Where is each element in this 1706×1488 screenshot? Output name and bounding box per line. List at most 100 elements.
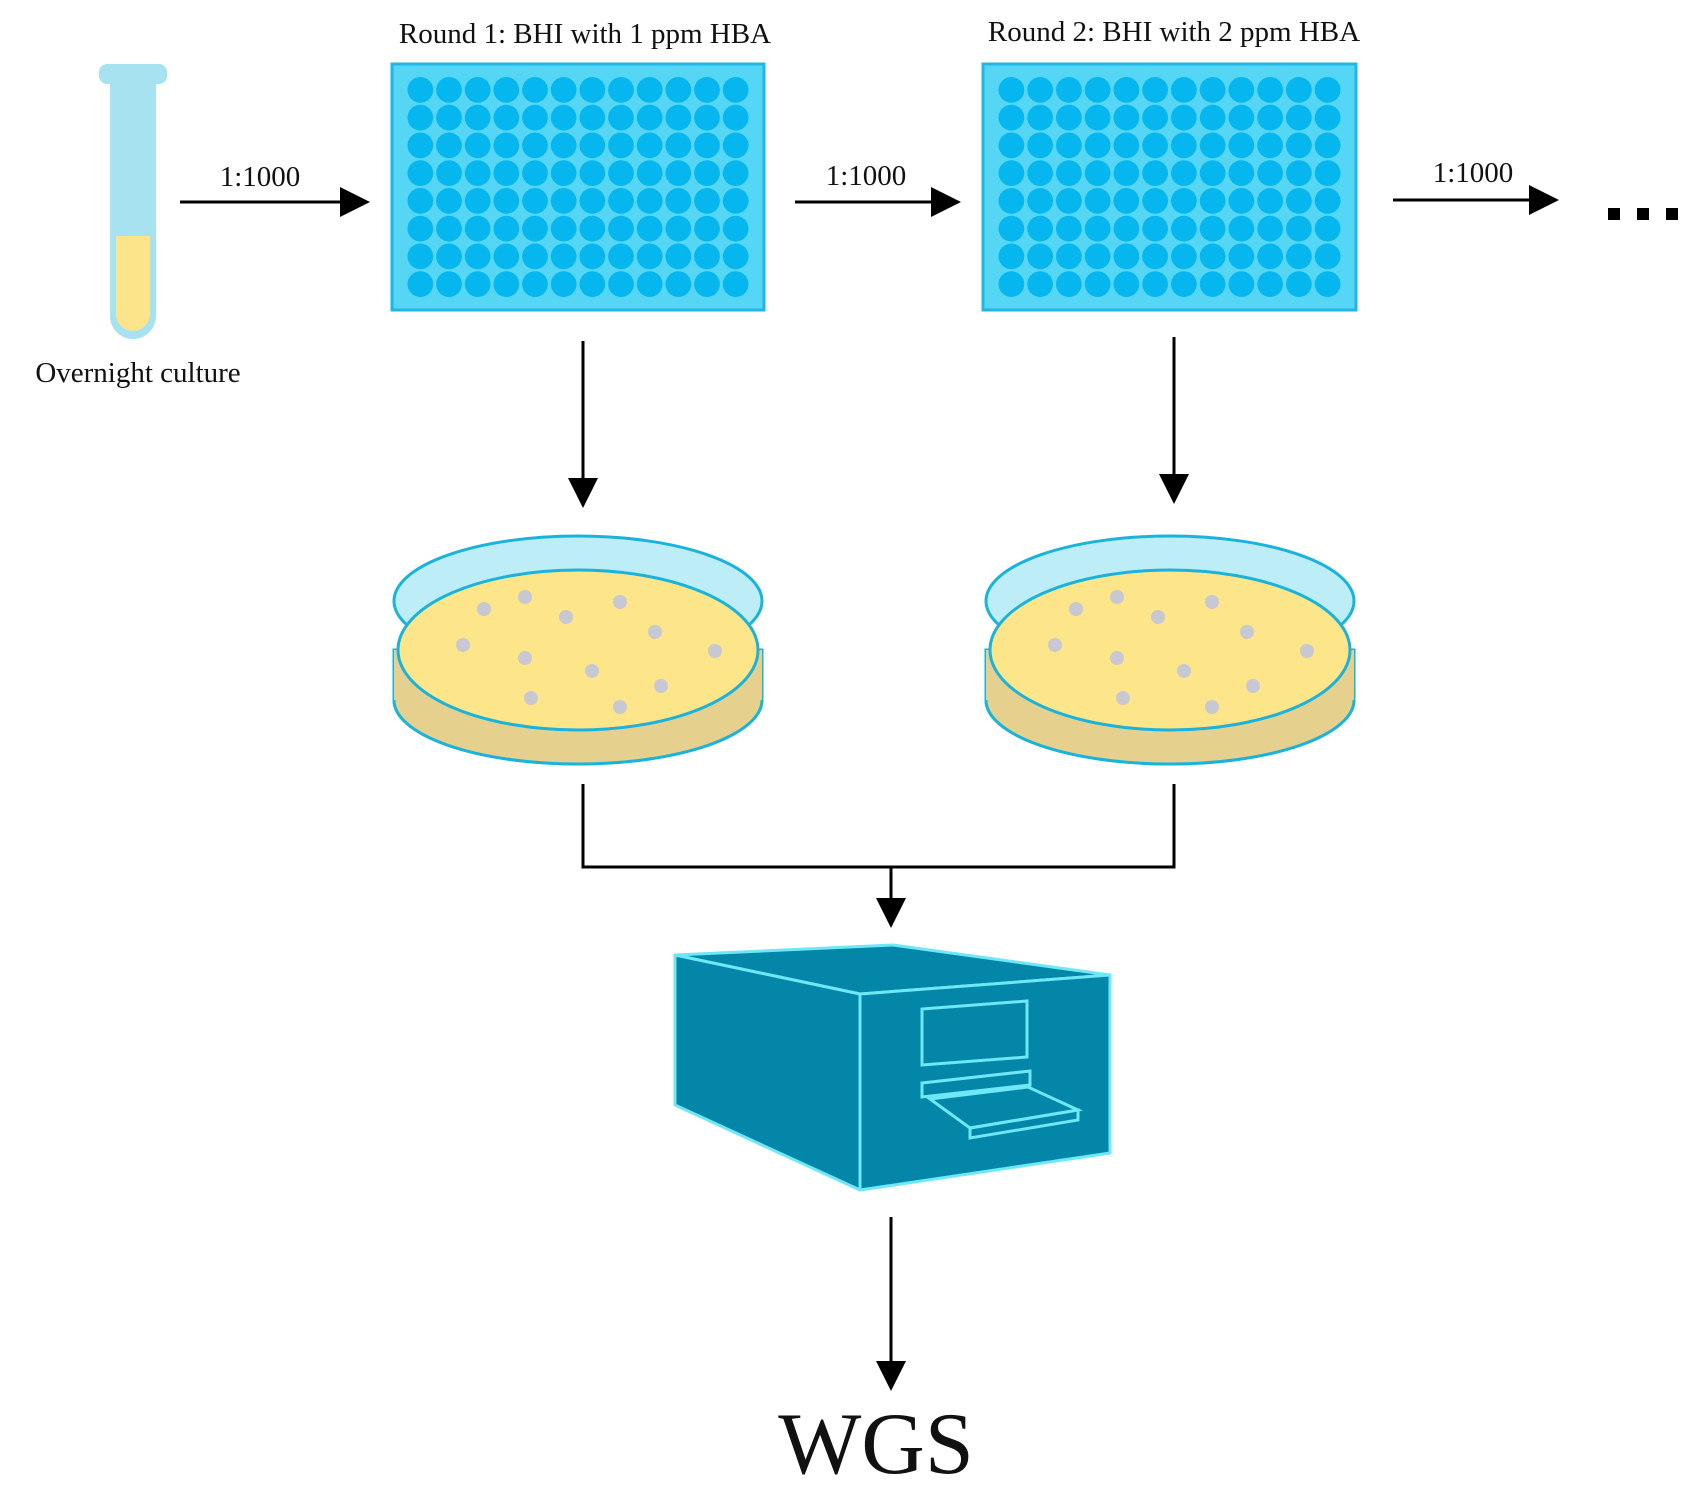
well bbox=[1171, 271, 1197, 297]
well bbox=[1314, 160, 1341, 186]
well bbox=[1027, 243, 1053, 270]
well bbox=[608, 188, 634, 214]
well bbox=[1142, 188, 1168, 214]
well bbox=[636, 188, 663, 214]
well bbox=[493, 215, 520, 242]
well bbox=[522, 132, 548, 159]
well bbox=[1286, 215, 1312, 242]
well bbox=[665, 188, 692, 214]
well bbox=[998, 160, 1025, 186]
well bbox=[1142, 77, 1168, 103]
well bbox=[436, 132, 462, 159]
well bbox=[1171, 160, 1197, 186]
well bbox=[1228, 243, 1255, 270]
well bbox=[722, 160, 749, 186]
well bbox=[493, 104, 520, 131]
petri-dish-icon bbox=[392, 534, 764, 766]
well bbox=[1286, 104, 1312, 131]
well bbox=[1113, 271, 1140, 297]
well bbox=[1056, 160, 1082, 186]
well-plate-icon bbox=[981, 62, 1358, 312]
well bbox=[522, 215, 548, 242]
well bbox=[1286, 188, 1312, 214]
well bbox=[1142, 215, 1168, 242]
well bbox=[1314, 104, 1341, 131]
well bbox=[1257, 77, 1283, 103]
well bbox=[1257, 104, 1283, 131]
well bbox=[550, 243, 577, 270]
well bbox=[1142, 243, 1168, 270]
well bbox=[1257, 160, 1283, 186]
well bbox=[1113, 188, 1140, 214]
output-label: WGS bbox=[778, 1396, 974, 1488]
well bbox=[608, 104, 634, 131]
dilution-label-2: 1:1000 bbox=[826, 160, 907, 192]
well bbox=[1113, 77, 1140, 103]
well bbox=[1027, 188, 1053, 214]
well bbox=[464, 132, 491, 159]
well bbox=[1113, 104, 1140, 131]
well bbox=[1027, 77, 1053, 103]
well bbox=[1171, 77, 1197, 103]
well bbox=[1171, 243, 1197, 270]
well bbox=[464, 104, 491, 131]
well bbox=[436, 271, 462, 297]
well bbox=[493, 188, 520, 214]
well bbox=[1228, 160, 1255, 186]
well bbox=[1027, 271, 1053, 297]
well bbox=[1142, 132, 1168, 159]
sequencer-icon bbox=[673, 943, 1112, 1192]
well bbox=[550, 215, 577, 242]
well bbox=[579, 243, 606, 270]
well bbox=[1286, 77, 1312, 103]
well bbox=[998, 132, 1025, 159]
well bbox=[694, 188, 720, 214]
well bbox=[1228, 104, 1255, 131]
well bbox=[464, 271, 491, 297]
well bbox=[1027, 215, 1053, 242]
well bbox=[722, 271, 749, 297]
round2-title: Round 2: BHI with 2 ppm HBA bbox=[988, 16, 1360, 48]
well bbox=[998, 188, 1025, 214]
well bbox=[1314, 132, 1341, 159]
well bbox=[1084, 160, 1111, 186]
well bbox=[1257, 188, 1283, 214]
well bbox=[1084, 104, 1111, 131]
well bbox=[1056, 77, 1082, 103]
well bbox=[636, 215, 663, 242]
well bbox=[1084, 243, 1111, 270]
well bbox=[636, 160, 663, 186]
well bbox=[550, 132, 577, 159]
well bbox=[665, 160, 692, 186]
well bbox=[1199, 160, 1226, 186]
well bbox=[1056, 132, 1082, 159]
well bbox=[1113, 160, 1140, 186]
well bbox=[464, 188, 491, 214]
well bbox=[665, 132, 692, 159]
well bbox=[1056, 243, 1082, 270]
well bbox=[1084, 188, 1111, 214]
well bbox=[464, 215, 491, 242]
well bbox=[1056, 271, 1082, 297]
well bbox=[407, 132, 434, 159]
well bbox=[407, 243, 434, 270]
well bbox=[665, 215, 692, 242]
well bbox=[1142, 160, 1168, 186]
well bbox=[1171, 132, 1197, 159]
well bbox=[464, 77, 491, 103]
well bbox=[636, 243, 663, 270]
well bbox=[636, 132, 663, 159]
well bbox=[694, 243, 720, 270]
well bbox=[1228, 271, 1255, 297]
well bbox=[550, 77, 577, 103]
well bbox=[407, 104, 434, 131]
well bbox=[665, 104, 692, 131]
well bbox=[1257, 271, 1283, 297]
well bbox=[407, 215, 434, 242]
well bbox=[1314, 188, 1341, 214]
well bbox=[722, 215, 749, 242]
well bbox=[1027, 160, 1053, 186]
well bbox=[1027, 104, 1053, 131]
well bbox=[1056, 215, 1082, 242]
